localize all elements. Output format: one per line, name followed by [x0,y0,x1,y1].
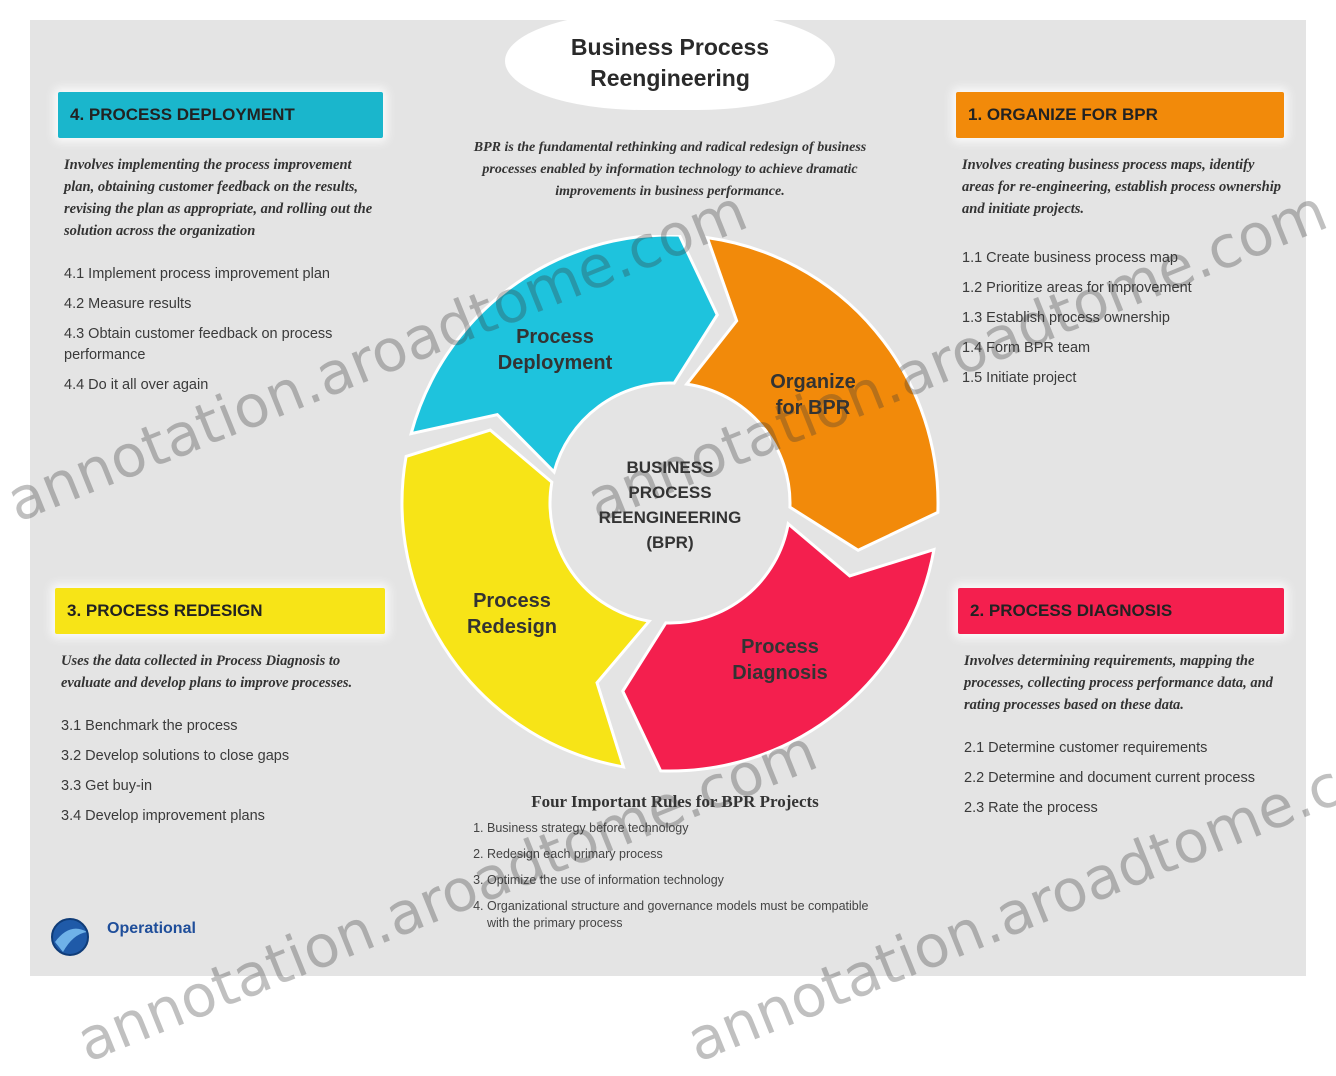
step-item: 2.2 Determine and document current proce… [964,770,1255,786]
bpr-cycle-diagram: BUSINESS PROCESS REENGINEERING (BPR) Pro… [400,235,940,773]
panel-header-diagnosis: 2. PROCESS DIAGNOSIS [958,588,1284,634]
step-item: 1.2 Prioritize areas for improvement [962,280,1192,296]
step-item: 1.3 Establish process ownership [962,310,1170,326]
title-line-1: Business Process [570,34,770,60]
rule-item: Optimize the use of information technolo… [487,872,885,889]
step-list: 3.1 Benchmark the process 3.2 Develop so… [55,716,385,827]
segment-organize-for-bpr [683,235,940,552]
segment-label-redesign-1: Process [473,590,551,612]
rule-item: Organizational structure and governance … [487,898,885,932]
cycle-segments [400,235,940,773]
company-logo: Operational [45,912,245,962]
panel-description: Involves creating business process maps,… [962,157,1282,217]
cycle-center-label: BUSINESS PROCESS REENGINEERING (BPR) [599,458,742,552]
step-item: 2.3 Rate the process [964,800,1098,816]
title-line-2: Reengineering [590,65,750,91]
step-item: 1.1 Create business process map [962,250,1178,266]
segment-label-redesign-2: Redesign [467,616,557,638]
segment-label-organize-1: Organize [770,371,856,393]
step-item: 4.4 Do it all over again [64,377,209,393]
step-item: 4.3 Obtain customer feedback on process … [64,326,333,363]
panel-organize-for-bpr: 1. ORGANIZE FOR BPR Involves creating bu… [956,92,1284,398]
segment-process-diagnosis [621,521,936,773]
step-item: 1.4 Form BPR team [962,340,1091,356]
step-item: 3.3 Get buy-in [61,778,153,794]
title-bubble [505,12,835,110]
panel-header-label: 1. ORGANIZE FOR BPR [968,105,1158,124]
panel-description: Uses the data collected in Process Diagn… [61,653,353,691]
step-item: 2.1 Determine customer requirements [964,740,1208,756]
segment-label-organize-2: for BPR [776,397,851,419]
panel-header-redesign: 3. PROCESS REDESIGN [55,588,385,634]
globe-icon [51,918,89,956]
cycle-center-disc [552,385,788,621]
panel-header-label: 3. PROCESS REDESIGN [67,601,263,620]
bpr-definition: BPR is the fundamental rethinking and ra… [473,140,867,199]
segment-label-deployment-2: Deployment [498,352,613,374]
logo-text: Operational [107,920,196,937]
step-item: 1.5 Initiate project [962,370,1077,386]
center-label-line-1: BUSINESS [627,458,714,477]
step-item: 3.4 Develop improvement plans [61,808,265,824]
rule-item: Business strategy before technology [487,820,885,837]
step-item: 3.2 Develop solutions to close gaps [61,748,290,764]
step-item: 4.2 Measure results [64,296,192,312]
step-item: 4.1 Implement process improvement plan [64,266,330,282]
panel-process-diagnosis: 2. PROCESS DIAGNOSIS Involves determinin… [958,588,1284,828]
panel-process-deployment: 4. PROCESS DEPLOYMENT Involves implement… [58,92,383,405]
panel-header-label: 4. PROCESS DEPLOYMENT [70,105,295,124]
center-label-line-2: PROCESS [628,483,711,502]
rule-item: Redesign each primary process [487,846,885,863]
panel-process-redesign: 3. PROCESS REDESIGN Uses the data collec… [55,588,385,836]
step-list: 1.1 Create business process map 1.2 Prio… [956,248,1284,389]
center-label-line-3: REENGINEERING [599,508,742,527]
panel-header-deployment: 4. PROCESS DEPLOYMENT [58,92,383,138]
panel-description: Involves implementing the process improv… [64,157,373,239]
step-list: 4.1 Implement process improvement plan 4… [58,264,383,396]
bpr-rules: Four Important Rules for BPR Projects Bu… [465,792,885,941]
rules-list: Business strategy before technology Rede… [465,820,885,932]
step-list: 2.1 Determine customer requirements 2.2 … [958,738,1284,819]
step-item: 3.1 Benchmark the process [61,718,238,734]
segment-process-deployment [409,235,719,475]
page-title: Business Process Reengineering [505,32,835,94]
panel-header-label: 2. PROCESS DIAGNOSIS [970,601,1173,620]
segment-label-diagnosis-1: Process [741,636,819,658]
rules-title: Four Important Rules for BPR Projects [531,792,819,811]
panel-header-organize: 1. ORGANIZE FOR BPR [956,92,1284,138]
segment-process-redesign [400,428,652,769]
panel-description: Involves determining requirements, mappi… [964,653,1273,713]
segment-label-deployment-1: Process [516,326,594,348]
segment-label-diagnosis-2: Diagnosis [732,662,828,684]
center-label-line-4: (BPR) [646,533,693,552]
